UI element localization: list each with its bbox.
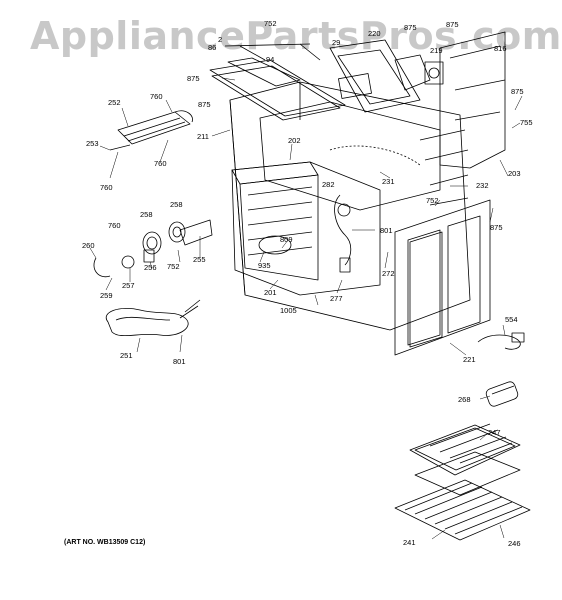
- oven-cabinet-body: [229, 81, 471, 331]
- part-label: 752: [167, 262, 180, 271]
- leader-lines: [89, 77, 523, 540]
- part-label: 809: [280, 235, 293, 244]
- oven-door-part: [394, 199, 491, 356]
- part-label: 760: [108, 221, 121, 230]
- part-label: 752: [264, 19, 277, 28]
- part-label: 801: [380, 226, 393, 235]
- part-label: 232: [476, 181, 489, 190]
- part-label: 247: [488, 428, 501, 437]
- part-label: 875: [404, 23, 417, 32]
- part-label: 86: [208, 43, 216, 52]
- rear-wrapper-part: [329, 39, 431, 113]
- part-label: 251: [120, 351, 133, 360]
- part-label: 755: [520, 118, 533, 127]
- part-label: 268: [458, 395, 471, 404]
- broil-pan-part: [409, 423, 521, 496]
- part-label: 202: [288, 136, 301, 145]
- part-label: 259: [100, 291, 113, 300]
- lamp-part: [485, 381, 519, 407]
- part-label: 760: [150, 92, 163, 101]
- part-label: 252: [108, 98, 121, 107]
- part-label: 260: [82, 241, 95, 250]
- part-label: 282: [322, 180, 335, 189]
- part-label: 1005: [280, 306, 297, 315]
- part-label: 201: [264, 288, 277, 297]
- part-label: 29: [332, 38, 340, 47]
- part-label: 801: [173, 357, 186, 366]
- watermark-logo: AppliancePartsPros.com: [30, 14, 562, 58]
- part-label: 257: [122, 281, 135, 290]
- part-label: 272: [382, 269, 395, 278]
- oven-rack-part: [394, 479, 531, 541]
- part-label: 875: [511, 87, 524, 96]
- part-label: 221: [463, 355, 476, 364]
- part-label: 277: [330, 294, 343, 303]
- part-label: 554: [505, 315, 518, 324]
- part-label: 875: [187, 74, 200, 83]
- part-label: 256: [144, 263, 157, 272]
- sensor-assembly-part: [334, 194, 352, 273]
- part-label: 219: [430, 46, 443, 55]
- part-label: 875: [198, 100, 211, 109]
- fan-assembly-parts: [93, 219, 213, 278]
- part-label: 816: [494, 44, 507, 53]
- top-frame-part: [209, 43, 346, 121]
- part-label: 935: [258, 261, 271, 270]
- part-label: 220: [368, 29, 381, 38]
- part-label: 258: [140, 210, 153, 219]
- oven-cavity-part: [231, 161, 381, 296]
- part-label: 760: [100, 183, 113, 192]
- art-number: (ART NO. WB13509 C12): [64, 539, 146, 546]
- part-label: 760: [154, 159, 167, 168]
- part-label: 241: [403, 538, 416, 547]
- part-label: 211: [197, 132, 209, 141]
- part-label: 875: [446, 20, 459, 29]
- part-label: 875: [490, 223, 503, 232]
- part-label: 253: [86, 139, 99, 148]
- part-label: 752: [426, 196, 439, 205]
- part-label: 246: [508, 539, 521, 548]
- power-cord-part: [477, 332, 525, 350]
- broil-element-part: [109, 110, 193, 151]
- bake-element-part: [105, 299, 201, 337]
- part-label: 203: [508, 169, 521, 178]
- part-labels: 752 2 94 86 875 220 29 875 875 219 816 8…: [82, 19, 533, 548]
- part-label: 255: [193, 255, 206, 264]
- part-label: 258: [170, 200, 183, 209]
- part-label: 2: [218, 35, 222, 44]
- part-label: 94: [266, 55, 274, 64]
- part-label: 231: [382, 177, 395, 186]
